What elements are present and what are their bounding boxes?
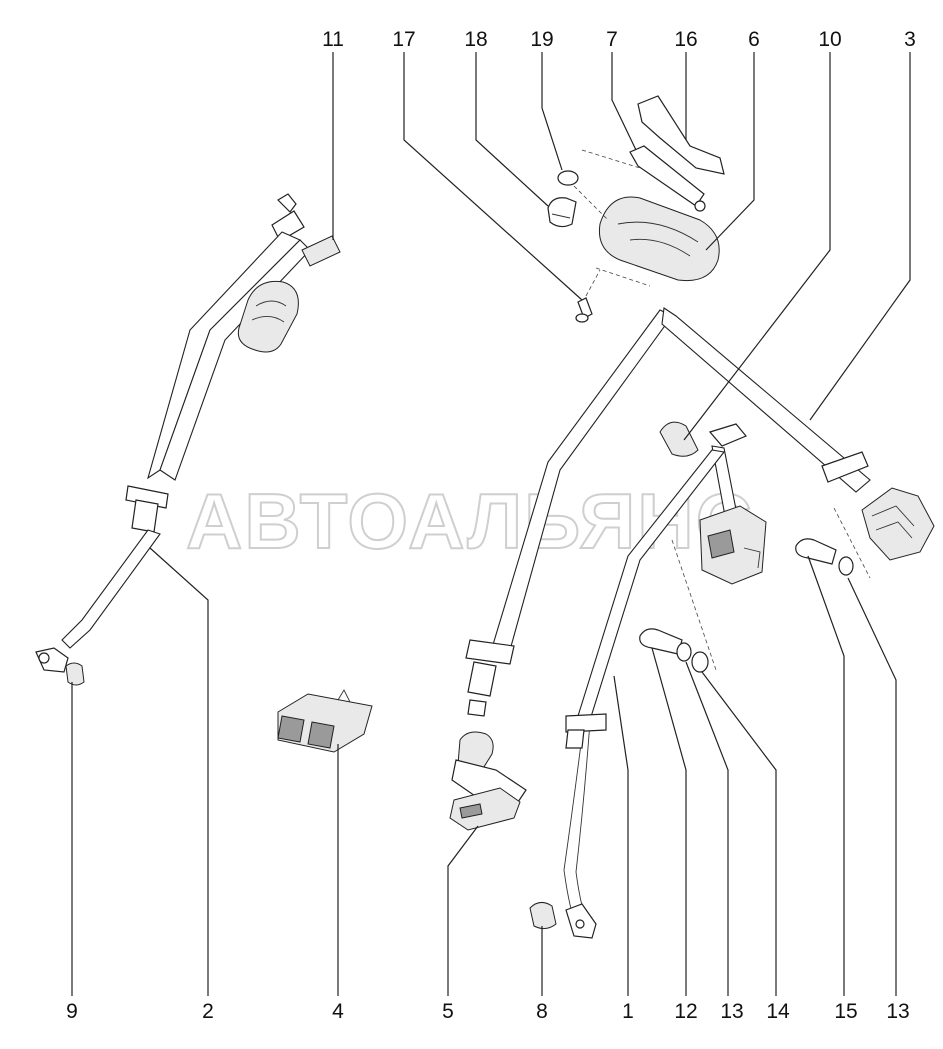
bolt-12 — [639, 628, 683, 655]
retractor-1 — [563, 423, 767, 939]
cap-10 — [659, 421, 699, 457]
callout-label: 16 — [674, 28, 697, 51]
callouts-bottom: 9 2 4 5 8 1 12 13 14 15 13 — [66, 1000, 910, 1023]
left-belt-assembly — [35, 193, 311, 673]
callout-label: 14 — [766, 1000, 790, 1023]
cap-8 — [529, 902, 557, 930]
callout-label: 3 — [904, 28, 916, 51]
callout-label: 15 — [834, 1000, 857, 1023]
washer-13-lower — [676, 642, 692, 662]
bolt-15 — [795, 538, 837, 565]
callout-label: 5 — [442, 1000, 454, 1023]
callout-label: 19 — [530, 28, 553, 51]
buckle-5 — [449, 731, 527, 831]
callout-label: 8 — [536, 1000, 548, 1023]
callout-label: 12 — [674, 1000, 697, 1023]
callout-label: 6 — [748, 28, 760, 51]
callout-label: 10 — [818, 28, 841, 51]
callouts-top: 11 17 18 19 7 16 6 10 3 — [322, 28, 916, 51]
upper-anchor-group — [547, 95, 725, 323]
callout-label: 2 — [202, 1000, 214, 1023]
right-belt-assembly — [465, 307, 935, 717]
callout-label: 4 — [332, 1000, 344, 1023]
callout-label: 7 — [606, 28, 618, 51]
callout-label: 13 — [720, 1000, 743, 1023]
callout-label: 11 — [322, 28, 344, 51]
washer-13-upper — [838, 556, 854, 576]
leader-lines — [71, 52, 911, 996]
callout-label: 17 — [392, 28, 415, 51]
callout-label: 18 — [464, 28, 487, 51]
cap-9 — [65, 662, 85, 686]
callout-label: 13 — [886, 1000, 909, 1023]
callout-label: 1 — [622, 1000, 634, 1023]
callout-label: 9 — [66, 1000, 78, 1023]
washer-14 — [691, 651, 709, 673]
cap-11 — [301, 235, 341, 267]
double-buckle-4 — [277, 689, 373, 753]
